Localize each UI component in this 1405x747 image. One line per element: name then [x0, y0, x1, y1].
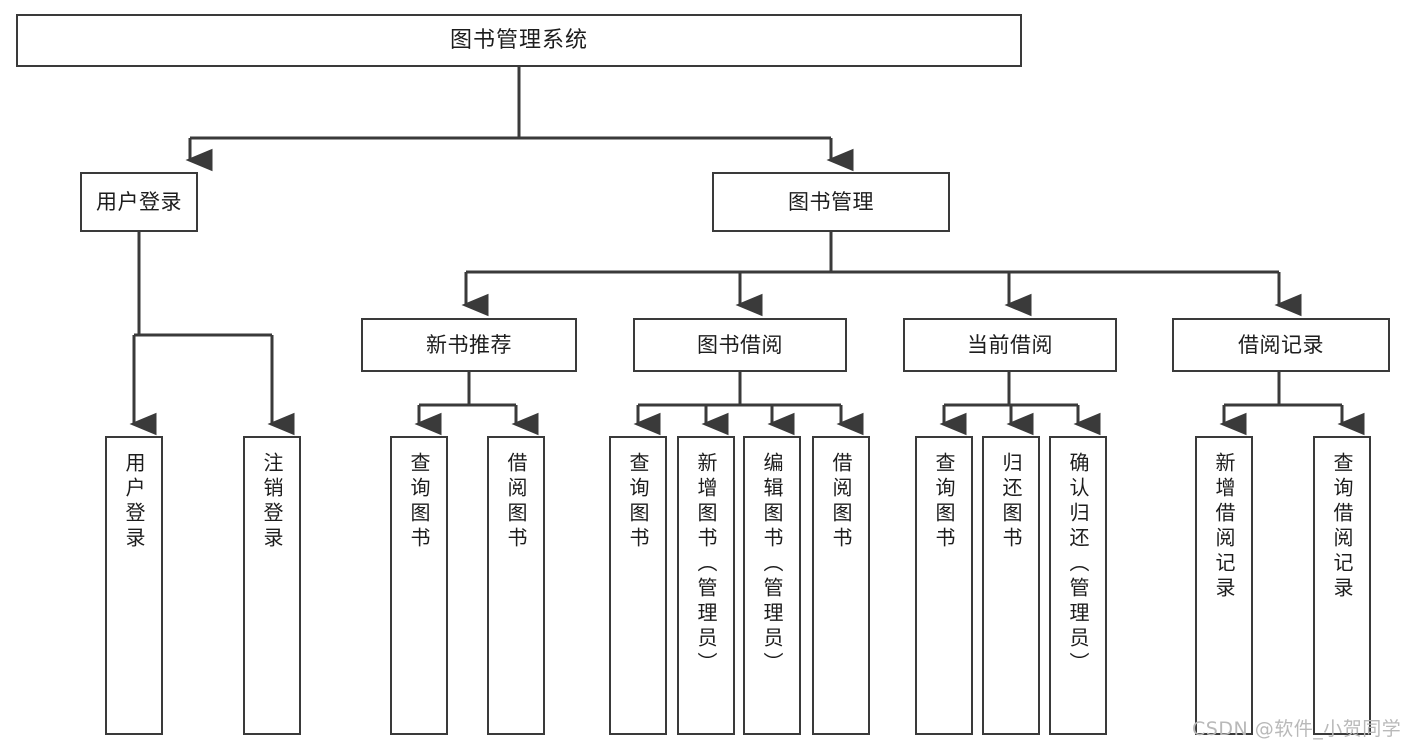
leaf-newbook-query-books[interactable]: 查询图书	[390, 436, 448, 735]
leaf-add-borrow-record-label: 新增借阅记录	[1212, 452, 1236, 602]
leaf-query-borrow-record[interactable]: 查询借阅记录	[1313, 436, 1371, 735]
node-user-login[interactable]: 用户登录	[80, 172, 198, 232]
node-new-book-recommend[interactable]: 新书推荐	[361, 318, 577, 372]
leaf-logout-label: 注销登录	[260, 452, 284, 552]
node-book-borrow-label: 图书借阅	[697, 332, 783, 357]
node-current-borrow-label: 当前借阅	[967, 332, 1053, 357]
leaf-add-borrow-record[interactable]: 新增借阅记录	[1195, 436, 1253, 735]
node-borrow-records[interactable]: 借阅记录	[1172, 318, 1390, 372]
leaf-user-login-label: 用户登录	[122, 452, 146, 552]
leaf-borrow-books[interactable]: 借阅图书	[812, 436, 870, 735]
node-root[interactable]: 图书管理系统	[16, 14, 1022, 67]
node-current-borrow[interactable]: 当前借阅	[903, 318, 1117, 372]
node-root-label: 图书管理系统	[449, 27, 588, 53]
node-book-management-label: 图书管理	[788, 189, 874, 214]
leaf-return-books[interactable]: 归还图书	[982, 436, 1040, 735]
node-book-management[interactable]: 图书管理	[712, 172, 950, 232]
node-new-book-recommend-label: 新书推荐	[426, 332, 512, 357]
node-user-login-label: 用户登录	[96, 189, 182, 214]
leaf-borrow-query-books-label: 查询图书	[626, 452, 650, 552]
leaf-edit-book-admin[interactable]: 编辑图书（管理员）	[743, 436, 801, 735]
csdn-watermark: CSDN @软件_小贺同学	[1192, 718, 1402, 740]
leaf-edit-book-admin-label: 编辑图书（管理员）	[760, 452, 784, 677]
leaf-confirm-return-admin-label: 确认归还（管理员）	[1066, 452, 1090, 677]
leaf-newbook-query-books-label: 查询图书	[407, 452, 431, 552]
leaf-current-query-books-label: 查询图书	[932, 452, 956, 552]
leaf-newbook-borrow-books-label: 借阅图书	[504, 452, 528, 552]
node-borrow-records-label: 借阅记录	[1238, 332, 1324, 357]
leaf-add-book-admin-label: 新增图书（管理员）	[694, 452, 718, 677]
leaf-borrow-query-books[interactable]: 查询图书	[609, 436, 667, 735]
node-book-borrow[interactable]: 图书借阅	[633, 318, 847, 372]
leaf-confirm-return-admin[interactable]: 确认归还（管理员）	[1049, 436, 1107, 735]
leaf-query-borrow-record-label: 查询借阅记录	[1330, 452, 1354, 602]
leaf-user-login[interactable]: 用户登录	[105, 436, 163, 735]
leaf-add-book-admin[interactable]: 新增图书（管理员）	[677, 436, 735, 735]
leaf-logout[interactable]: 注销登录	[243, 436, 301, 735]
leaf-return-books-label: 归还图书	[999, 452, 1023, 552]
leaf-newbook-borrow-books[interactable]: 借阅图书	[487, 436, 545, 735]
leaf-current-query-books[interactable]: 查询图书	[915, 436, 973, 735]
leaf-borrow-books-label: 借阅图书	[829, 452, 853, 552]
